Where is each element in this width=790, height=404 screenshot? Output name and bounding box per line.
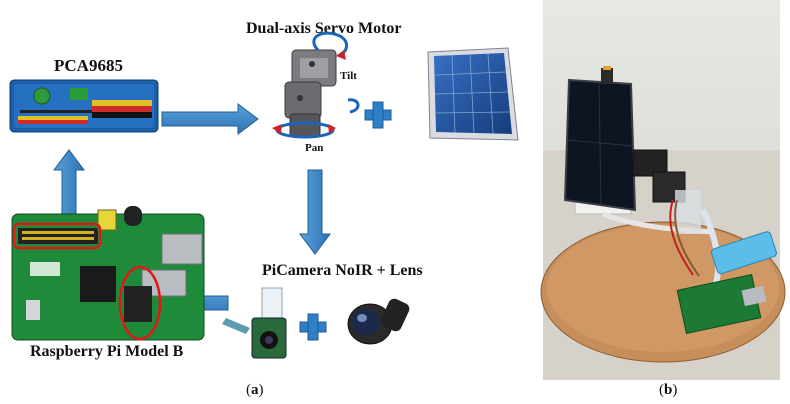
clip-lens	[347, 298, 410, 345]
solar-panel-photo	[563, 66, 637, 212]
caption-b: (b)	[659, 382, 678, 398]
diagram-a-graphics	[9, 31, 519, 359]
rotation-arrowheads	[272, 50, 346, 134]
tilt-rotation-arrow	[312, 31, 360, 114]
picamera-label: PiCamera NoIR + Lens	[262, 262, 423, 279]
servo-label: Dual-axis Servo Motor	[246, 20, 402, 37]
arrow-servo-to-camera	[299, 169, 331, 255]
arrow-pca-to-servo	[161, 103, 259, 135]
photo-b	[540, 0, 786, 380]
plus-sign-camera-lens	[299, 313, 327, 341]
csi-connector-highlight	[118, 265, 162, 341]
power-bank	[710, 231, 777, 275]
caption-a: (a)	[246, 382, 264, 398]
panel-a: PCA9685 Dual-axis Servo Motor Tilt Pan P…	[9, 20, 519, 398]
panel-b: (b)	[540, 0, 790, 404]
solar-panel	[427, 47, 519, 141]
pca9685-label: PCA9685	[54, 56, 123, 75]
picamera-module	[222, 287, 287, 359]
tilt-label: Tilt	[340, 70, 357, 82]
gpio-highlight	[12, 222, 102, 250]
plus-sign-servo-solar	[364, 101, 392, 129]
raspberry-pi-board	[11, 206, 205, 341]
raspberry-pi-label: Raspberry Pi Model B	[30, 343, 184, 360]
pca9685-board	[9, 79, 159, 133]
pan-label: Pan	[305, 142, 324, 154]
servo-assembly	[284, 49, 337, 137]
servo-brackets-photo	[632, 149, 701, 234]
